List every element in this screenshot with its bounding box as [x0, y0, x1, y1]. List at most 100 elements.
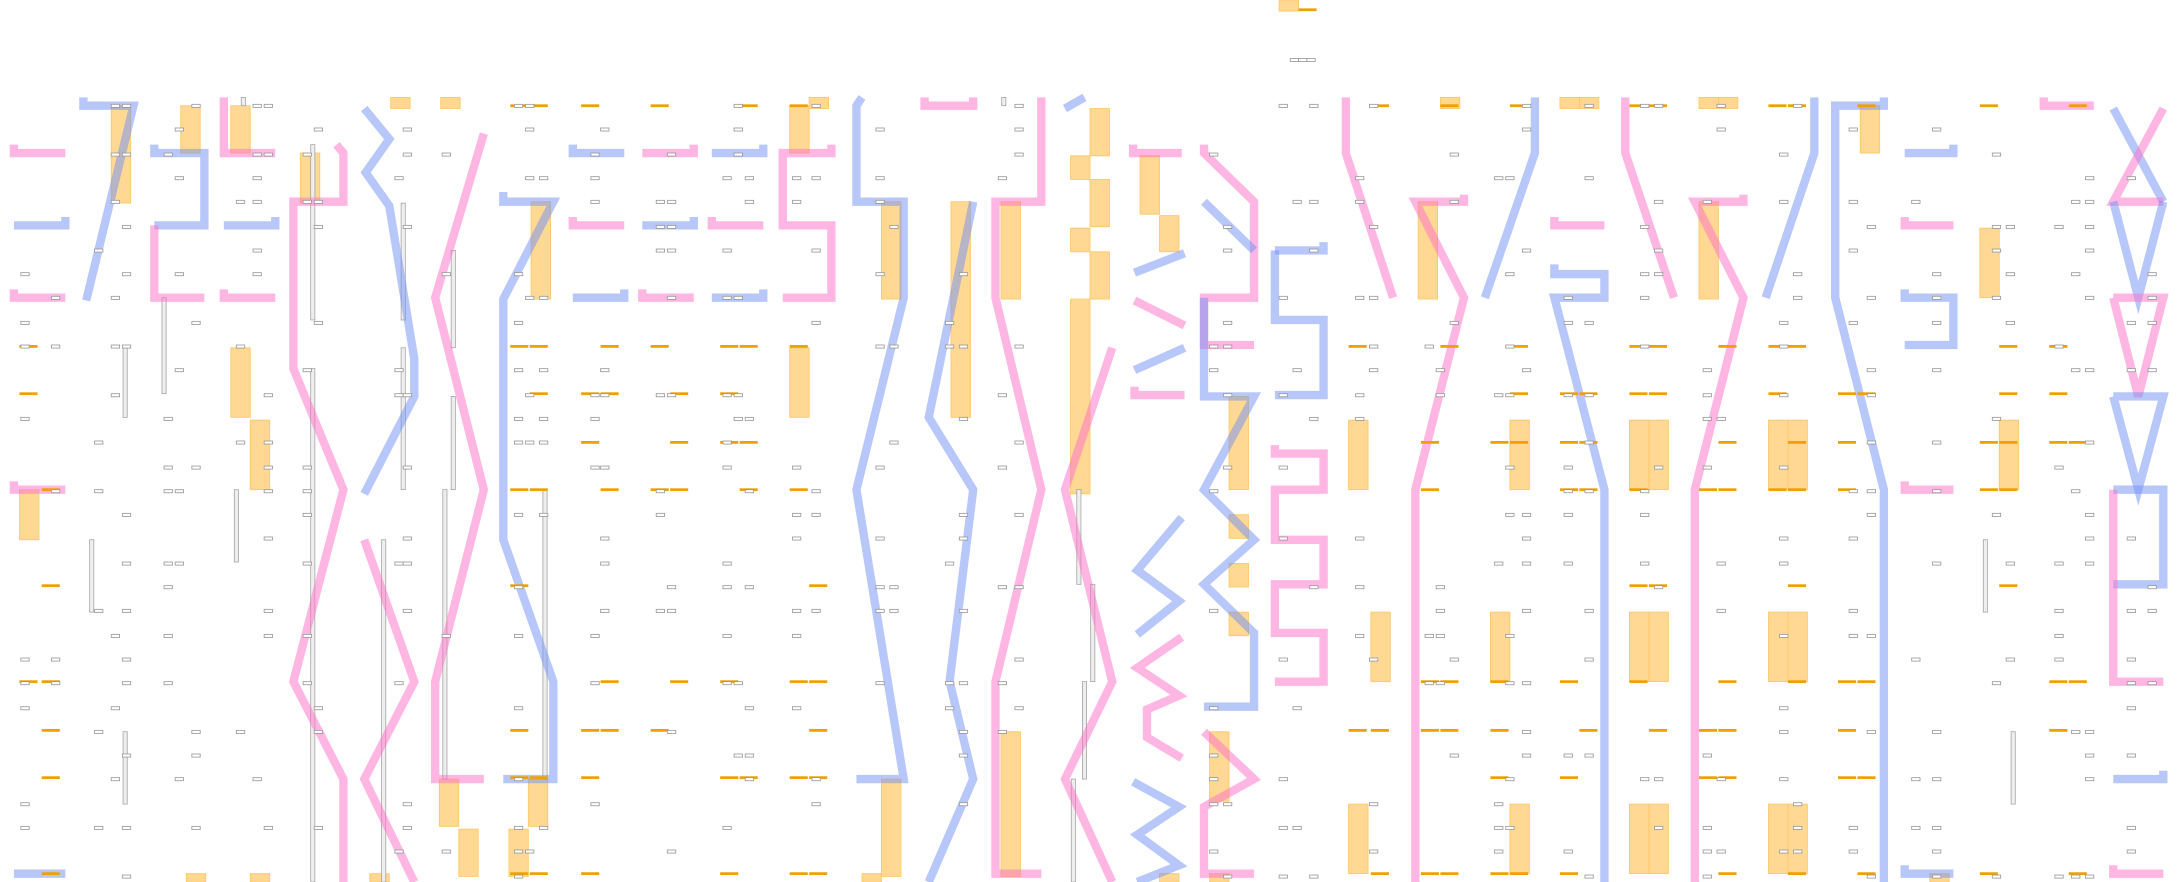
gray-marker [811, 512, 821, 517]
gray-marker [110, 103, 120, 108]
gray-marker [1449, 152, 1459, 157]
orange-dash [1999, 345, 2018, 348]
gray-marker [513, 368, 524, 373]
gray-marker [958, 272, 969, 277]
gray-marker [1494, 176, 1504, 181]
gray-marker [394, 849, 404, 854]
blue-route-path [79, 97, 139, 302]
gray-marker [302, 152, 312, 157]
gray-marker [110, 706, 120, 711]
gray-marker [20, 320, 30, 325]
gray-marker [1640, 295, 1650, 300]
gray-marker [2085, 295, 2095, 300]
orange-dash [1440, 345, 1459, 348]
gray-marker [1779, 465, 1789, 470]
gray-marker [1991, 295, 2002, 300]
gray-marker [121, 103, 132, 108]
orange-dash [581, 872, 600, 876]
orange-dash [510, 488, 529, 492]
blue-route-path [711, 144, 768, 158]
gray-marker [94, 729, 104, 734]
gray-marker [2005, 224, 2015, 229]
gray-marker [1209, 152, 1219, 157]
gray-marker [1505, 633, 1515, 638]
orange-block [808, 96, 830, 109]
gray-marker [875, 465, 885, 470]
orange-block [1648, 419, 1669, 491]
gray-marker [1848, 536, 1858, 541]
gray-marker [513, 825, 524, 830]
orange-dash [1718, 728, 1737, 732]
gray-marker [655, 248, 665, 253]
pink-route-path [1128, 144, 1182, 158]
gray-marker [1505, 176, 1515, 181]
gray-marker [1369, 849, 1379, 854]
gray-marker [539, 368, 549, 373]
orange-block [1089, 251, 1110, 300]
gray-marker [1369, 295, 1379, 300]
gray-marker [2005, 272, 2015, 277]
gray-marker [252, 199, 262, 204]
gray-marker [2147, 272, 2157, 277]
gray-marker [235, 199, 246, 204]
orange-dash [2049, 728, 2068, 732]
gray-marker [1209, 802, 1219, 807]
gray-marker [811, 248, 821, 253]
gray-marker [1014, 127, 1024, 132]
gray-marker [121, 344, 132, 349]
gray-marker [792, 465, 802, 470]
gray-marker [722, 248, 732, 253]
gray-marker [811, 176, 821, 181]
gray-marker [2005, 561, 2015, 566]
gray-marker [889, 440, 899, 445]
gray-marker [163, 561, 173, 566]
gray-marker [1563, 753, 1573, 758]
orange-block [1509, 419, 1530, 491]
gray-marker [1991, 224, 2002, 229]
gray-marker [20, 681, 30, 686]
orange-block [185, 873, 207, 882]
orange-dash [1768, 345, 1787, 348]
gray-vertical-line [1001, 97, 1007, 107]
gray-marker [958, 753, 969, 758]
gray-marker [263, 465, 273, 470]
gray-marker [263, 633, 273, 638]
orange-block [1348, 803, 1369, 875]
gray-marker [1779, 393, 1789, 398]
orange-dash [510, 728, 529, 732]
gray-marker [944, 344, 955, 349]
gray-marker [1355, 416, 1365, 421]
gray-marker [666, 199, 677, 204]
gray-marker [1991, 512, 2002, 517]
orange-dash [529, 488, 548, 492]
orange-dash [789, 488, 808, 492]
gray-marker [94, 489, 104, 494]
gray-marker [2054, 633, 2064, 638]
gray-marker [1654, 825, 1664, 830]
gray-marker [313, 320, 323, 325]
gray-marker [2085, 224, 2095, 229]
gray-marker [811, 608, 821, 613]
gray-marker [1584, 393, 1594, 398]
orange-dash [1490, 680, 1509, 684]
orange-dash [1857, 776, 1876, 780]
gray-marker [1866, 368, 1876, 373]
gray-marker [600, 368, 610, 373]
gray-marker [2126, 320, 2136, 325]
gray-marker [1911, 199, 1921, 204]
gray-marker [1563, 320, 1573, 325]
gray-marker [1640, 344, 1650, 349]
orange-dash [19, 392, 38, 396]
pink-route-path [1199, 728, 1262, 878]
gray-marker [252, 103, 262, 108]
orange-dash [1629, 392, 1648, 396]
gray-marker [1223, 320, 1233, 325]
orange-dash [529, 392, 548, 396]
gray-marker [235, 729, 246, 734]
gray-marker [110, 199, 120, 204]
gray-marker [1702, 465, 1712, 470]
gray-marker [889, 585, 899, 590]
orange-dash [600, 488, 619, 492]
gray-marker [2071, 368, 2081, 373]
gray-marker [1292, 368, 1302, 373]
